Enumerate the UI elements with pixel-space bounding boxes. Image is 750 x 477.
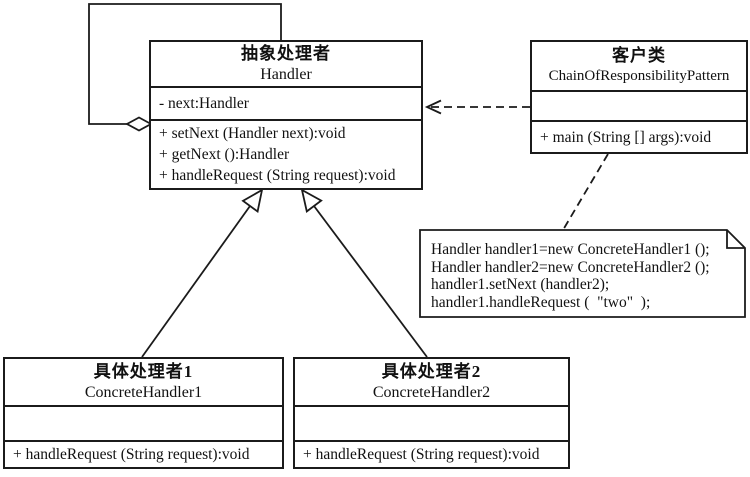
class-client-methods: + main (String [] args):void <box>532 120 746 152</box>
class-concrete-handler-2-title-en: ConcreteHandler2 <box>372 384 491 401</box>
method-main: + main (String [] args):void <box>540 128 712 146</box>
class-concrete-handler-2-title-zh: 具体处理者2 <box>381 362 482 381</box>
class-client-title: 客户类 ChainOfResponsibilityPattern <box>532 42 746 90</box>
aggregation-diamond-icon <box>125 116 153 132</box>
note-anchor-line <box>562 153 609 231</box>
method-setnext: + setNext (Handler next):void <box>159 125 346 142</box>
method-handlerequest: + handleRequest (String request):void <box>159 167 396 184</box>
note-code-line-1: Handler handler1=new ConcreteHandler1 ()… <box>431 241 710 258</box>
class-client-title-en: ChainOfResponsibilityPattern <box>548 68 730 84</box>
note-fold-icon <box>726 230 745 249</box>
generalization-triangle-1-icon <box>241 188 264 214</box>
note-code: Handler handler1=new ConcreteHandler1 ()… <box>431 241 733 311</box>
class-concrete-handler-1-title-en: ConcreteHandler1 <box>84 384 203 401</box>
class-concrete-handler-1: 具体处理者1 ConcreteHandler1 + handleRequest … <box>3 357 284 469</box>
note-code-line-2: Handler handler2=new ConcreteHandler2 ()… <box>431 258 710 276</box>
method-getnext: + getNext ():Handler <box>159 146 290 163</box>
self-association-line <box>88 3 282 125</box>
generalization-triangle-2-icon <box>300 188 323 213</box>
class-concrete-handler-1-title-zh: 具体处理者1 <box>93 362 194 381</box>
class-concrete-handler-1-methods: + handleRequest (String request):void <box>5 440 282 467</box>
note-code-line-4: handler1.handleRequest ( "two" ); <box>431 293 651 311</box>
class-client-attributes <box>532 90 746 120</box>
class-concrete-handler-2: 具体处理者2 ConcreteHandler2 + handleRequest … <box>293 357 570 469</box>
class-handler-attributes: - next:Handler <box>151 86 421 119</box>
attribute-next: - next:Handler <box>159 95 249 112</box>
class-handler-title-en: Handler <box>260 66 312 83</box>
class-client-title-zh: 客户类 <box>612 46 666 65</box>
class-concrete-handler-1-title: 具体处理者1 ConcreteHandler1 <box>5 359 282 405</box>
class-concrete-handler-2-title: 具体处理者2 ConcreteHandler2 <box>295 359 568 405</box>
class-concrete-handler-2-attributes <box>295 405 568 440</box>
generalization-line-1 <box>141 205 251 358</box>
class-client: 客户类 ChainOfResponsibilityPattern + main … <box>530 40 748 154</box>
method-handlerequest: + handleRequest (String request):void <box>13 446 250 463</box>
dependency-arrowhead-icon <box>424 99 442 115</box>
note-shape <box>419 229 746 318</box>
class-handler: 抽象处理者 Handler - next:Handler + setNext (… <box>149 40 423 190</box>
method-handlerequest: + handleRequest (String request):void <box>303 446 540 463</box>
class-handler-title: 抽象处理者 Handler <box>151 42 421 86</box>
class-handler-methods: + setNext (Handler next):void + getNext … <box>151 119 421 188</box>
class-handler-title-zh: 抽象处理者 <box>241 44 331 63</box>
class-concrete-handler-2-methods: + handleRequest (String request):void <box>295 440 568 467</box>
class-concrete-handler-1-attributes <box>5 405 282 440</box>
note-code-line-3: handler1.setNext (handler2); <box>431 276 610 294</box>
generalization-line-2 <box>313 205 428 358</box>
